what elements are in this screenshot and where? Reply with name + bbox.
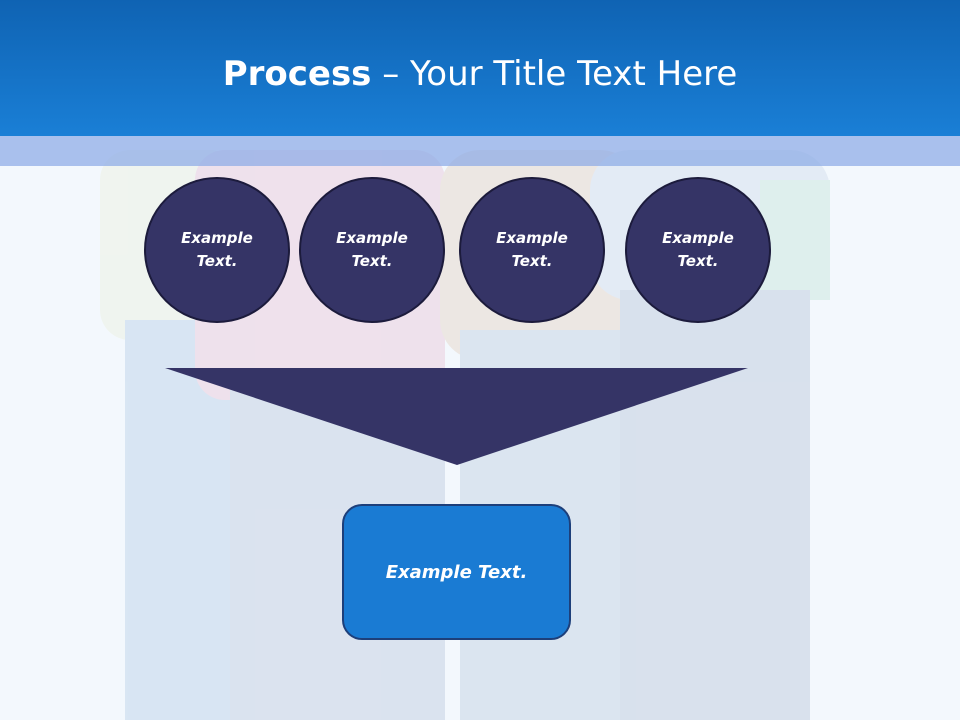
header-bar [0, 0, 960, 136]
process-step-1: Example Text. [144, 177, 290, 323]
slide-title: Process – Your Title Text Here [0, 52, 960, 96]
process-step-1-text: Example Text. [181, 229, 253, 270]
process-step-4-text: Example Text. [662, 229, 734, 270]
process-step-2-text: Example Text. [336, 229, 408, 270]
process-result-text: Example Text. [385, 561, 528, 583]
process-step-3: Example Text. [459, 177, 605, 323]
process-step-3-text: Example Text. [496, 229, 568, 270]
process-result-box: Example Text. [342, 504, 571, 640]
header-band [0, 136, 960, 166]
process-step-4: Example Text. [625, 177, 771, 323]
title-bold: Process [222, 54, 372, 94]
title-rest: – Your Title Text Here [371, 54, 738, 94]
process-step-2: Example Text. [299, 177, 445, 323]
